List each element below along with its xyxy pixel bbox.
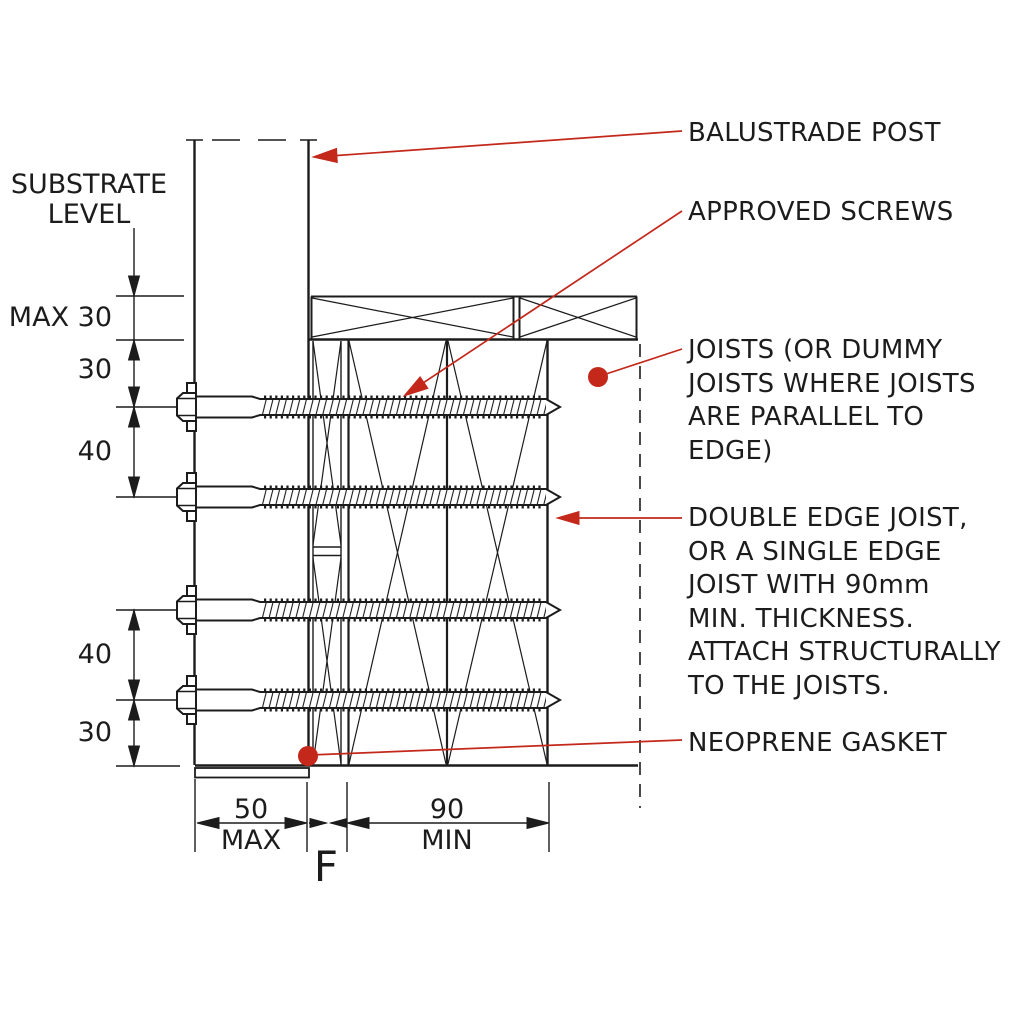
annotation-double-edge-joist-note: DOUBLE EDGE JOIST, OR A SINGLE EDGE JOIS… bbox=[688, 503, 1001, 701]
fixing-reference-letter: F bbox=[313, 842, 339, 891]
annotation-neoprene-gasket: NEOPRENE GASKET bbox=[688, 728, 947, 758]
dim-90-value: 90 bbox=[429, 794, 465, 825]
annotation-joists-note: JOISTS (OR DUMMY JOISTS WHERE JOISTS ARE… bbox=[688, 335, 976, 466]
leader-dot-neoprene-gasket bbox=[298, 746, 318, 766]
balustrade-post-outline bbox=[186, 139, 317, 765]
annotation-balustrade-post: BALUSTRADE POST bbox=[688, 118, 941, 148]
leader-arrow-double-edge-joist bbox=[555, 510, 580, 526]
leader-arrow-balustrade-post bbox=[311, 147, 338, 164]
bottom-dimensions bbox=[194, 779, 550, 852]
joist-structure bbox=[194, 295, 641, 808]
dim-40-upper: 40 bbox=[77, 436, 112, 467]
substrate-level-label: SUBSTRATE LEVEL bbox=[10, 169, 168, 230]
dim-40-lower: 40 bbox=[77, 639, 112, 670]
dim-30-lower: 30 bbox=[77, 717, 112, 748]
dim-max-30: MAX 30 bbox=[8, 302, 112, 333]
dim-90-qualifier: MIN bbox=[421, 825, 473, 856]
left-dimension-chain bbox=[116, 228, 184, 768]
approved-screws-group bbox=[175, 381, 562, 726]
dim-50-value: 50 bbox=[233, 794, 269, 825]
dim-30-upper: 30 bbox=[77, 354, 112, 385]
leader-arrow-approved-screws bbox=[402, 375, 429, 397]
leader-dot-joists bbox=[588, 367, 608, 387]
leader-lines bbox=[298, 130, 683, 766]
dim-50-qualifier: MAX bbox=[220, 825, 282, 856]
annotation-approved-screws: APPROVED SCREWS bbox=[688, 197, 954, 227]
